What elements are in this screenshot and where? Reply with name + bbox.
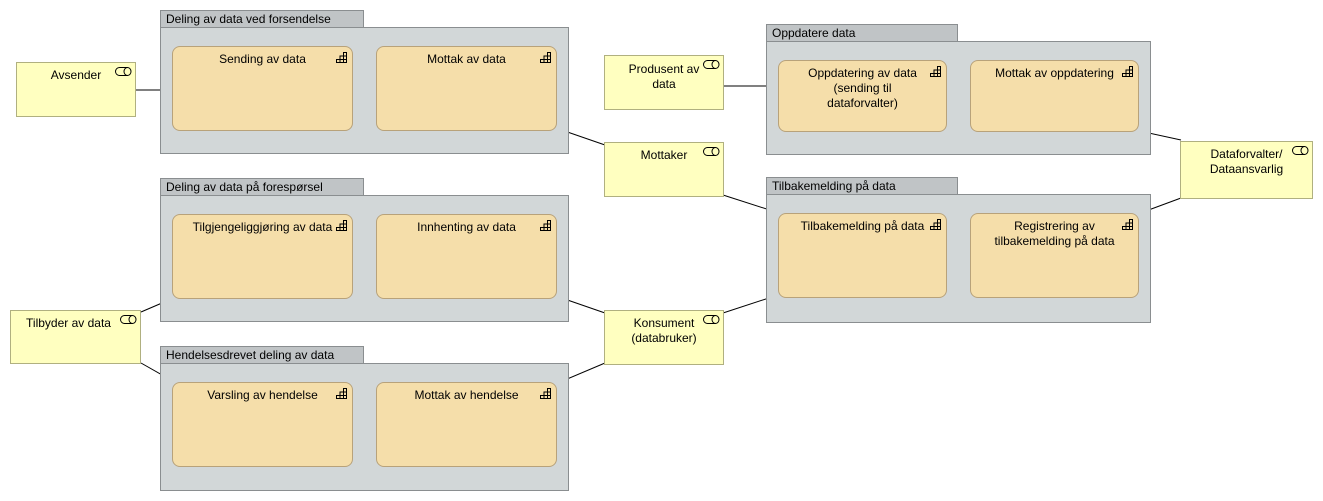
role-label: Avsender <box>50 68 102 82</box>
role-label: Konsument (databruker) <box>631 316 697 345</box>
function-label: Mottak av oppdatering <box>995 66 1114 80</box>
role-produsent-av-data[interactable]: Produsent av data <box>604 55 724 110</box>
function-mottak-av-hendelse[interactable]: Mottak av hendelse <box>376 382 557 467</box>
role-icon <box>120 315 137 324</box>
function-sending-av-data[interactable]: Sending av data <box>172 46 353 131</box>
role-icon <box>115 67 132 76</box>
group-title: Hendelsesdrevet deling av data <box>160 346 364 364</box>
function-icon <box>1122 219 1133 230</box>
role-tilbyder-av-data[interactable]: Tilbyder av data <box>10 310 141 364</box>
function-mottak-av-data[interactable]: Mottak av data <box>376 46 557 131</box>
group-title: Tilbakemelding på data <box>766 177 958 195</box>
group-title: Oppdatere data <box>766 24 958 42</box>
group-title: Deling av data på forespørsel <box>160 178 364 196</box>
function-icon <box>336 220 347 231</box>
function-icon <box>336 388 347 399</box>
role-dataforvalter[interactable]: Dataforvalter/ Dataansvarlig <box>1180 141 1313 199</box>
function-icon <box>540 52 551 63</box>
function-label: Registrering av tilbakemelding på data <box>994 219 1115 248</box>
function-innhenting-av-data[interactable]: Innhenting av data <box>376 214 557 299</box>
group-title: Deling av data ved forsendelse <box>160 10 364 28</box>
role-mottaker[interactable]: Mottaker <box>604 142 724 197</box>
role-icon <box>703 147 720 156</box>
function-label: Sending av data <box>219 52 306 66</box>
function-icon <box>540 220 551 231</box>
function-varsling-av-hendelse[interactable]: Varsling av hendelse <box>172 382 353 467</box>
function-label: Tilgjengeliggjøring av data <box>192 220 333 234</box>
function-oppdatering-av-data[interactable]: Oppdatering av data (sending til datafor… <box>778 60 947 132</box>
function-registrering-av-tilbakemelding[interactable]: Registrering av tilbakemelding på data <box>970 213 1139 298</box>
function-icon <box>540 388 551 399</box>
role-avsender[interactable]: Avsender <box>16 62 136 117</box>
function-icon <box>1122 66 1133 77</box>
role-konsument[interactable]: Konsument (databruker) <box>604 310 724 365</box>
function-label: Mottak av hendelse <box>414 388 519 402</box>
function-label: Oppdatering av data (sending til datafor… <box>808 66 917 110</box>
role-icon <box>1292 146 1309 155</box>
role-icon <box>703 315 720 324</box>
function-icon <box>930 219 941 230</box>
function-label: Tilbakemelding på data <box>800 219 925 233</box>
function-label: Innhenting av data <box>417 220 516 234</box>
role-label: Mottaker <box>640 148 688 162</box>
function-tilgjengeliggjoring-av-data[interactable]: Tilgjengeliggjøring av data <box>172 214 353 299</box>
function-icon <box>930 66 941 77</box>
role-label: Produsent av data <box>628 62 700 91</box>
function-mottak-av-oppdatering[interactable]: Mottak av oppdatering <box>970 60 1139 132</box>
role-label: Dataforvalter/ Dataansvarlig <box>1209 147 1284 176</box>
role-label: Tilbyder av data <box>26 316 111 330</box>
function-tilbakemelding-pa-data[interactable]: Tilbakemelding på data <box>778 213 947 298</box>
function-label: Mottak av data <box>427 52 506 66</box>
function-icon <box>336 52 347 63</box>
role-icon <box>703 60 720 69</box>
function-label: Varsling av hendelse <box>207 388 318 402</box>
